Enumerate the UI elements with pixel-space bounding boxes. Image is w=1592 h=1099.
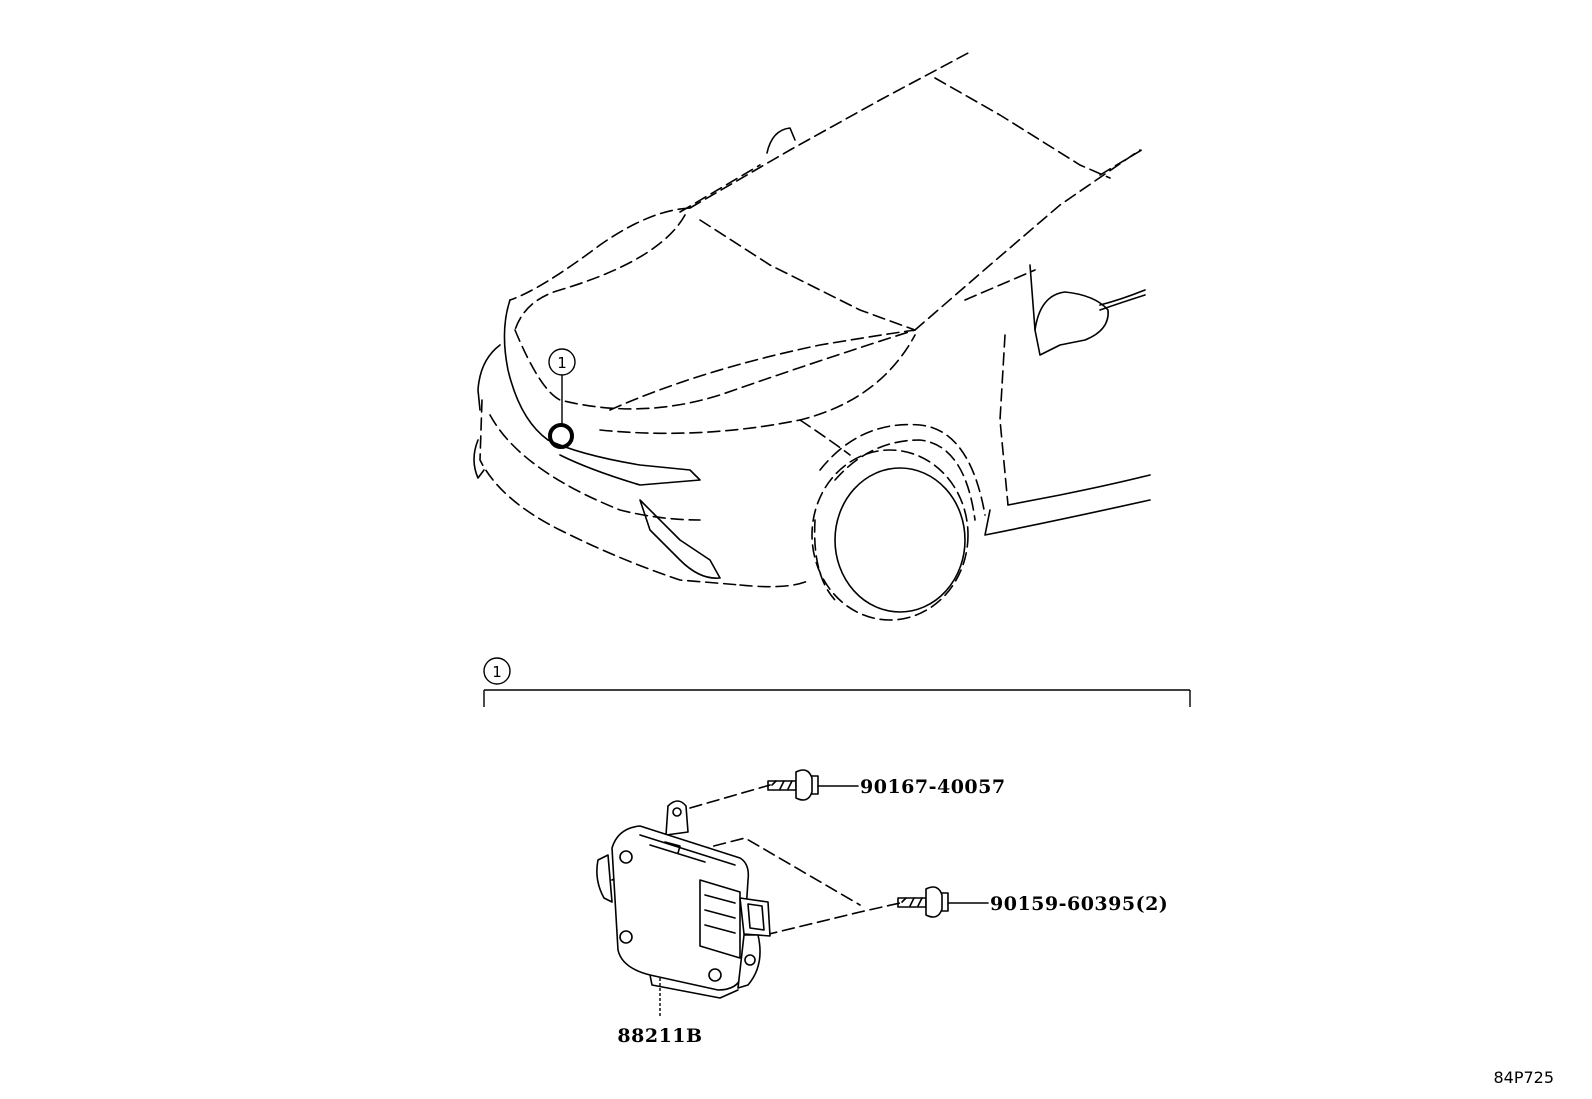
bolt-lower-part-number: 90159-60395(2) (990, 893, 1168, 915)
vehicle-callout-number: 1 (557, 354, 567, 372)
bolt-upper-part-number: 90167-40057 (860, 776, 1006, 798)
group-callout-number: 1 (492, 663, 502, 681)
group-bracket: 1 (483, 657, 1191, 707)
vehicle-location-callout: 1 (548, 348, 576, 449)
diagram-reference-code: 84P725 (1493, 1068, 1554, 1087)
sensor-location-marker (548, 423, 574, 449)
bolt-lower-icon (897, 886, 949, 918)
installation-lines (611, 784, 901, 936)
vehicle-illustration (473, 51, 1151, 621)
module-part-number: 88211B (617, 1025, 702, 1047)
sensor-module-illustration (596, 800, 771, 999)
bolt-upper-icon (767, 769, 819, 801)
